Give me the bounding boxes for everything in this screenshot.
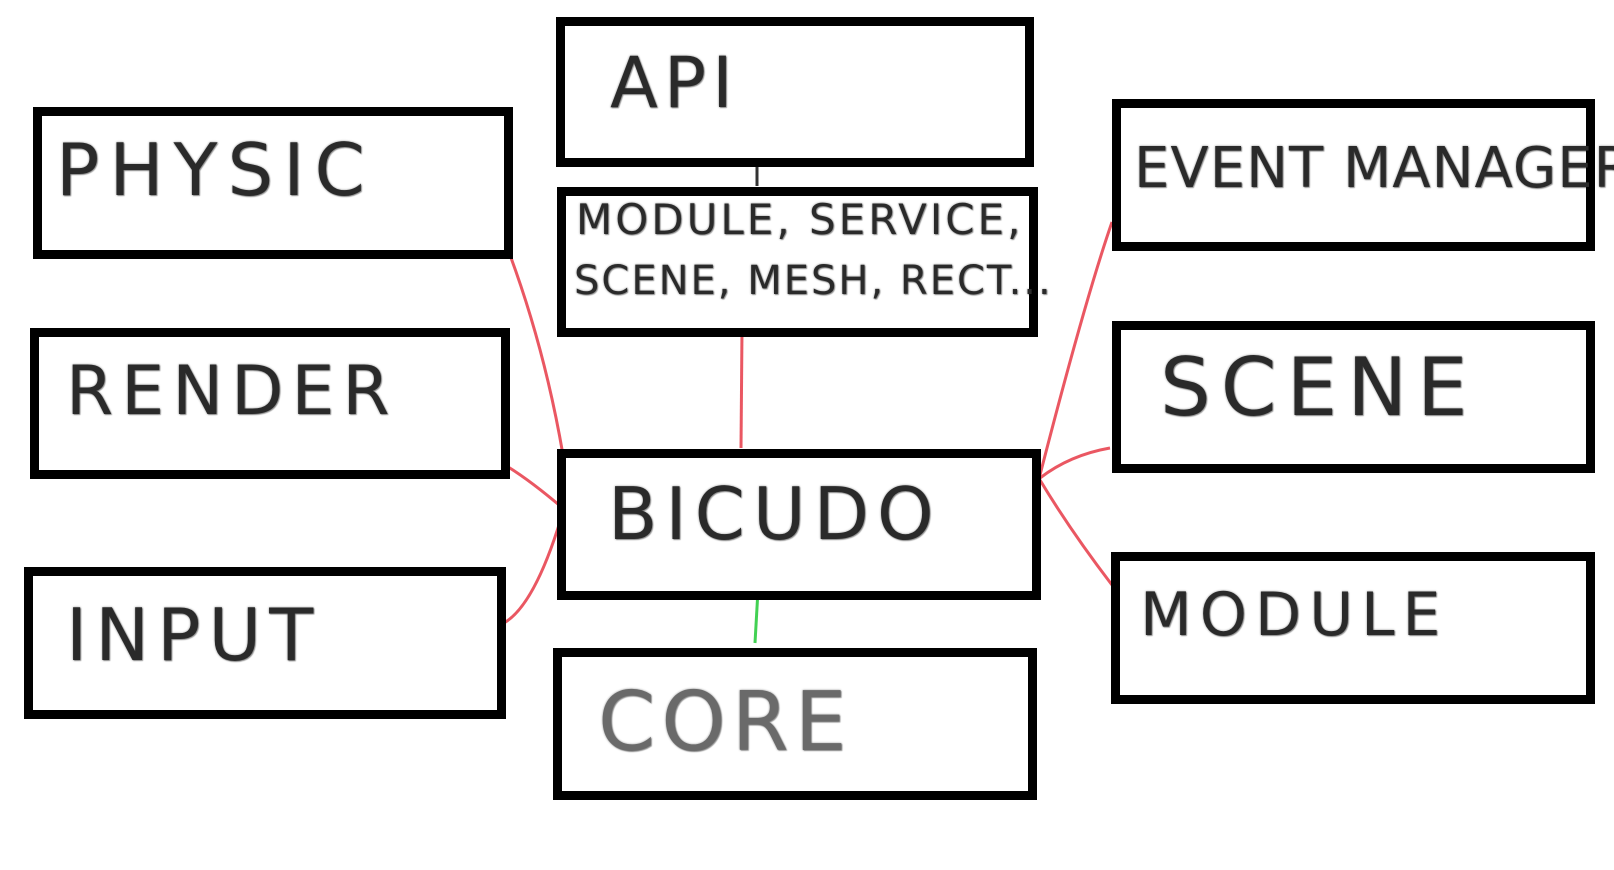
link-modules-bicudo bbox=[739, 329, 744, 449]
link-module-bicudo bbox=[1038, 479, 1114, 586]
event-manager-label: EVENT MANAGER bbox=[1134, 136, 1614, 201]
module-box bbox=[1111, 552, 1595, 704]
modules-list-box bbox=[557, 187, 1038, 337]
core-label: CORE bbox=[598, 675, 853, 770]
physic-label: PHYSIC bbox=[56, 128, 375, 212]
link-render-bicudo bbox=[504, 463, 566, 512]
modules-list-line1: MODULE, SERVICE, bbox=[576, 195, 1024, 244]
link-input-bicudo bbox=[499, 504, 567, 627]
link-physic-bicudo bbox=[508, 254, 565, 456]
module-label: MODULE bbox=[1140, 580, 1449, 650]
bicudo-box bbox=[557, 449, 1041, 600]
input-label: INPUT bbox=[66, 593, 322, 677]
scene-label: SCENE bbox=[1160, 341, 1478, 434]
api-label: API bbox=[610, 42, 739, 124]
render-label: RENDER bbox=[66, 352, 398, 431]
core-box bbox=[553, 648, 1037, 800]
api-box bbox=[556, 17, 1034, 167]
render-box bbox=[30, 328, 510, 479]
modules-list-line2: SCENE, MESH, RECT... bbox=[574, 258, 1053, 304]
event-manager-box bbox=[1112, 99, 1595, 251]
scene-box bbox=[1112, 321, 1595, 473]
link-event-bicudo bbox=[1038, 221, 1114, 476]
link-scene-bicudo bbox=[1039, 446, 1111, 480]
bicudo-label: BICUDO bbox=[608, 472, 942, 556]
physic-box bbox=[33, 107, 513, 259]
input-box bbox=[24, 567, 506, 719]
